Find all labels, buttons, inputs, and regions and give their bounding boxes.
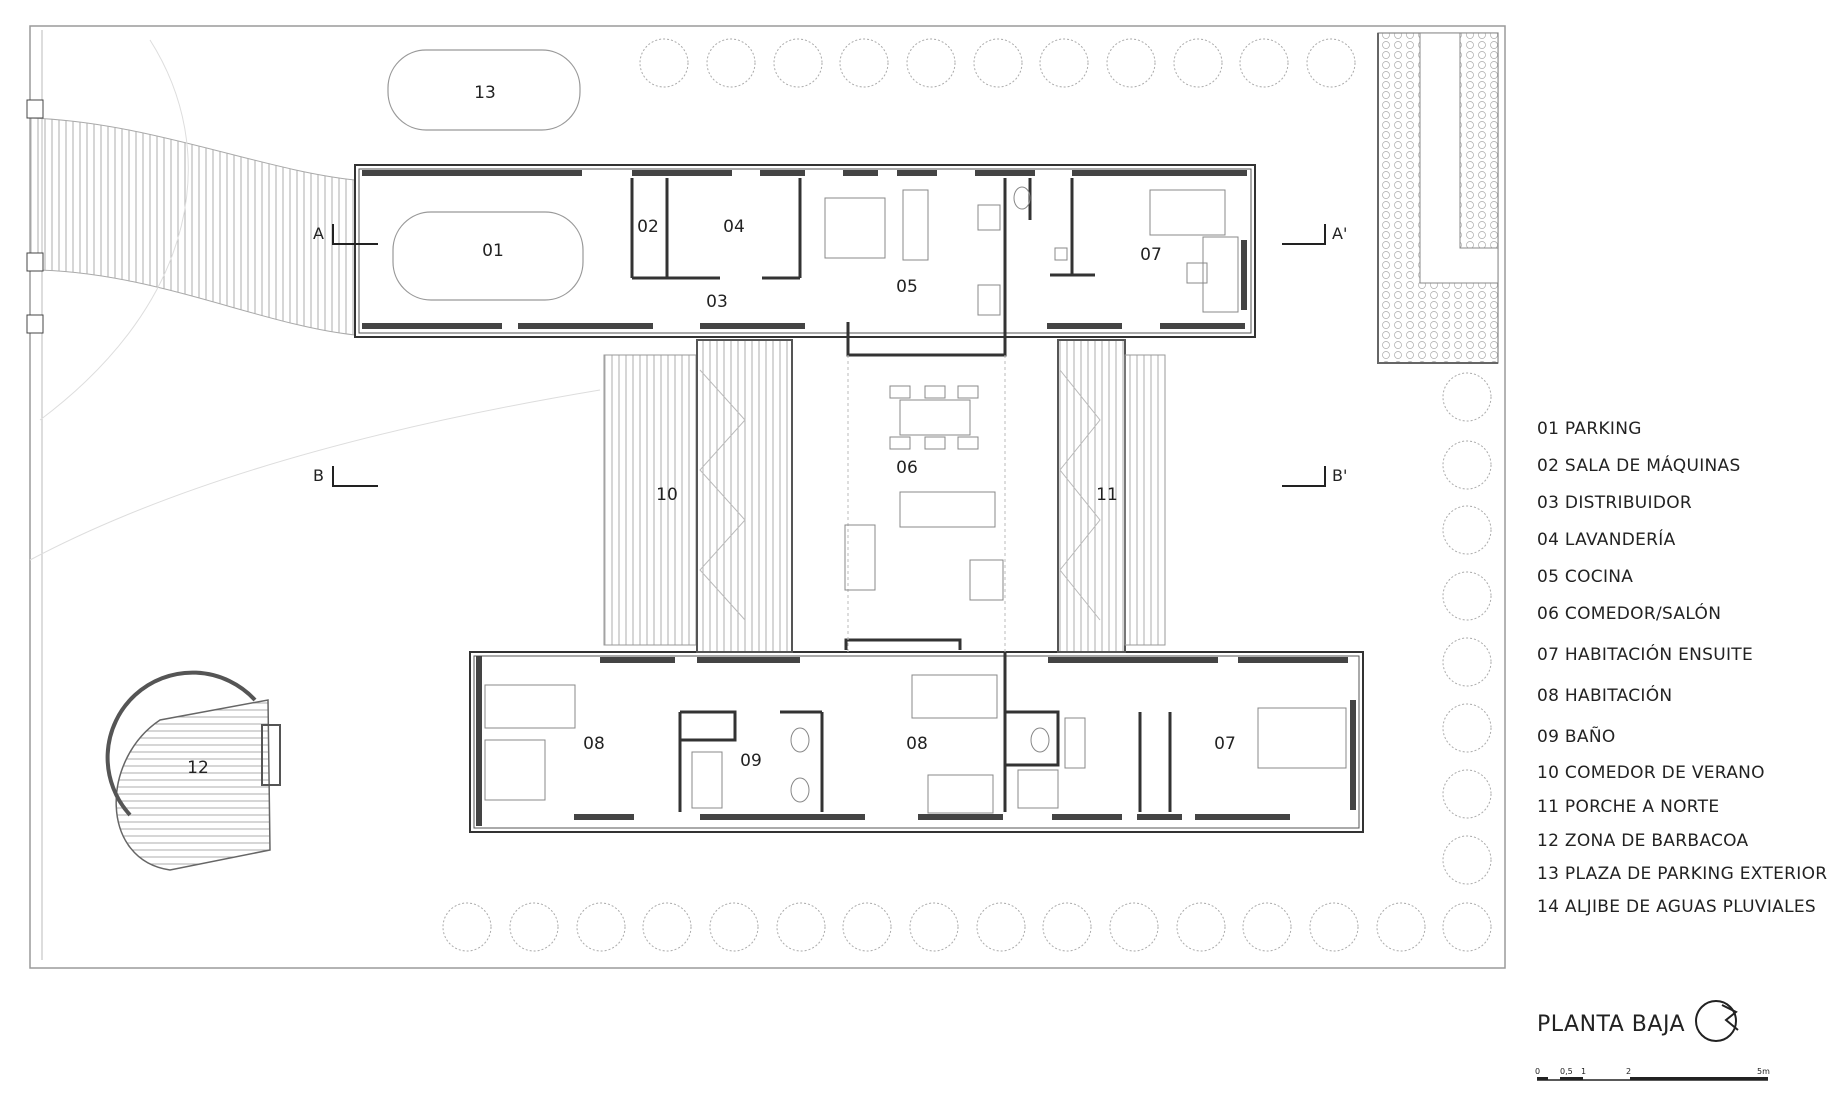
room-label-06: 06	[896, 458, 918, 478]
barbecue-area	[105, 670, 281, 871]
car-garage	[392, 211, 584, 301]
room-label-07-north: 07	[1140, 245, 1162, 265]
svg-text:0: 0	[1535, 1067, 1540, 1076]
dining-set	[844, 385, 1004, 601]
svg-text:A': A'	[1332, 224, 1347, 243]
summer-dining-deck	[603, 354, 697, 646]
room-label-03: 03	[706, 292, 728, 312]
bed	[1257, 707, 1347, 769]
car-exterior	[387, 49, 581, 131]
svg-text:0,5: 0,5	[1560, 1067, 1573, 1076]
room-label-10: 10	[656, 485, 678, 505]
tree-row-right	[1442, 372, 1492, 885]
svg-text:1: 1	[1581, 1067, 1586, 1076]
gate-post	[26, 252, 44, 272]
garden-path	[39, 39, 189, 421]
room-label-09: 09	[740, 751, 762, 771]
north-wing	[354, 164, 1256, 357]
scale-bar: 0 0,5 1 2 5m	[1535, 1067, 1770, 1081]
summer-dining-covered	[696, 339, 793, 653]
garden-path	[29, 389, 601, 561]
north-porch-deck	[1124, 354, 1166, 646]
room-label-07-south: 07	[1214, 734, 1236, 754]
section-marker-b: B	[313, 466, 378, 487]
bed	[1149, 189, 1226, 236]
room-label-08-east: 08	[906, 734, 928, 754]
section-marker-b-prime: B'	[1282, 466, 1347, 487]
svg-text:A: A	[313, 224, 324, 243]
site-boundary	[29, 25, 1506, 969]
bed	[911, 674, 998, 719]
room-label-01: 01	[482, 241, 504, 261]
kitchen-island	[824, 197, 886, 259]
gate-post	[26, 99, 44, 119]
svg-text:5m: 5m	[1757, 1067, 1770, 1076]
room-label-11: 11	[1096, 485, 1118, 505]
south-wing	[469, 638, 1364, 833]
room-label-02: 02	[637, 217, 659, 237]
section-marker-a-prime: A'	[1282, 224, 1347, 245]
tree-row-top	[639, 38, 1356, 88]
room-label-12: 12	[187, 758, 209, 778]
bed	[484, 684, 576, 729]
north-porch	[1057, 339, 1126, 653]
svg-text:2: 2	[1626, 1067, 1631, 1076]
plan-title: PLANTA BAJA	[1537, 1012, 1686, 1037]
room-label-13: 13	[474, 83, 496, 103]
room-label-08-west: 08	[583, 734, 605, 754]
central-living	[847, 355, 1006, 652]
svg-text:B': B'	[1332, 466, 1347, 485]
gate-post	[26, 314, 44, 334]
driveway	[29, 117, 356, 336]
room-label-04: 04	[723, 217, 745, 237]
north-arrow-icon	[1695, 1000, 1739, 1042]
svg-text:B: B	[313, 466, 324, 485]
section-marker-a: A	[313, 224, 378, 245]
room-label-05: 05	[896, 277, 918, 297]
tree-row-bottom	[442, 902, 1492, 952]
